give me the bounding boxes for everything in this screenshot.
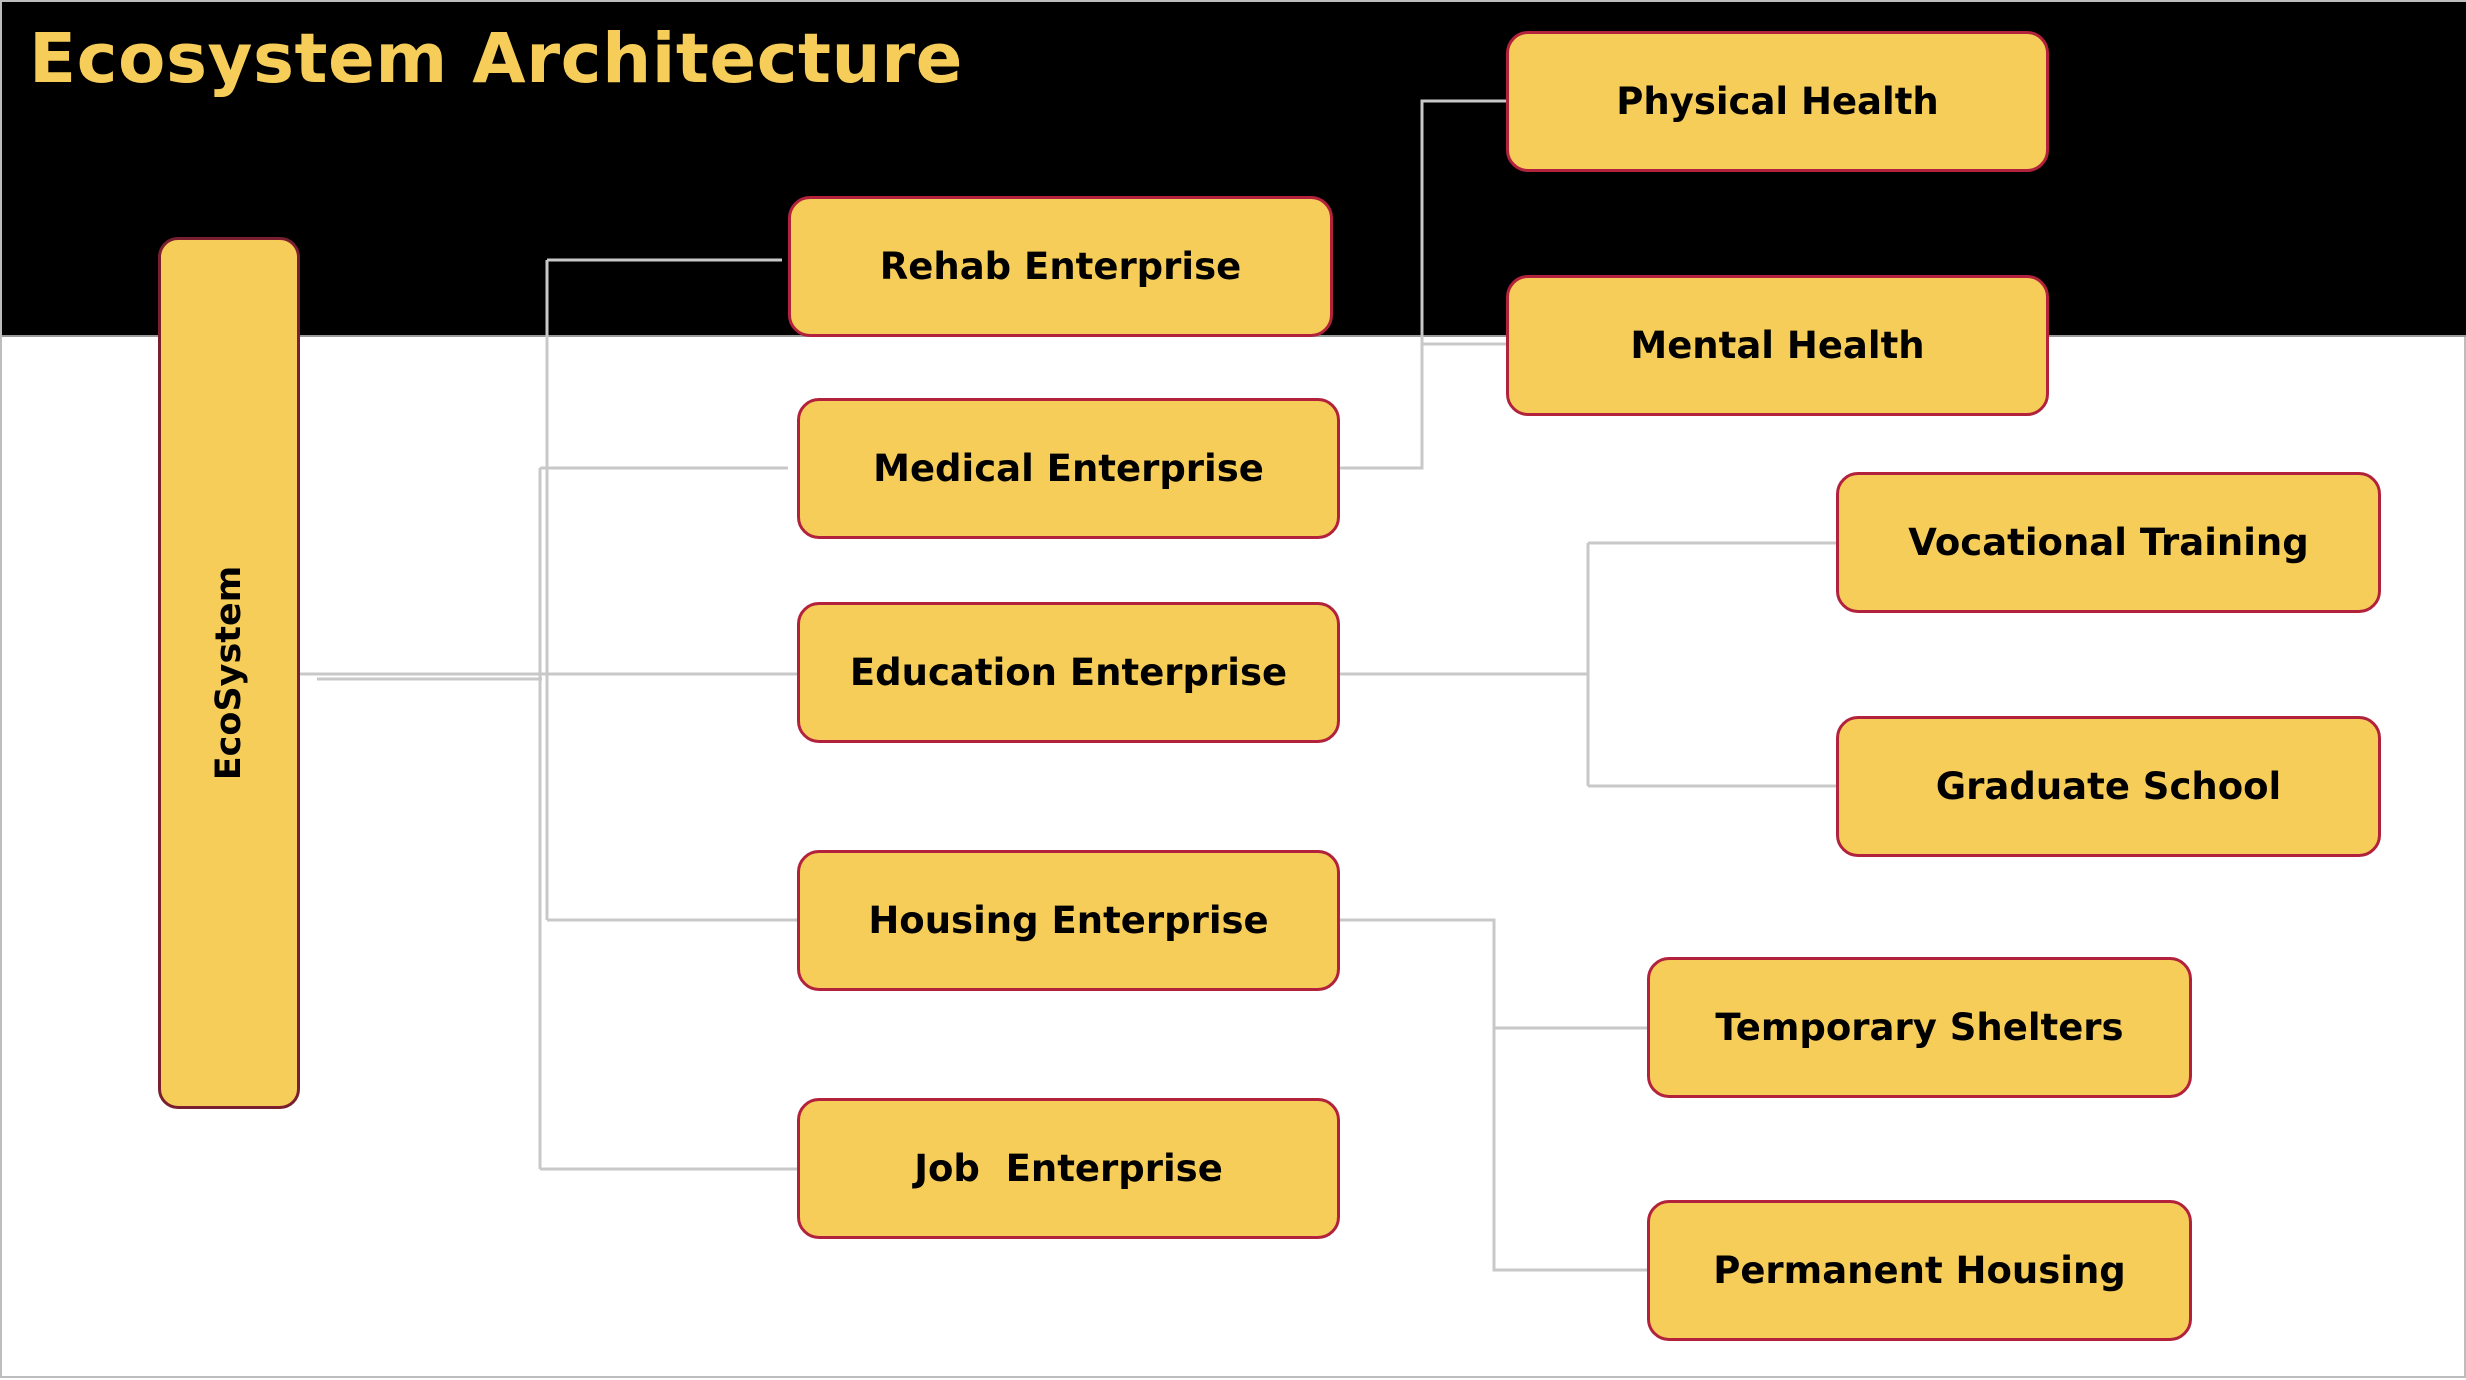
- node-rehab-enterprise: Rehab Enterprise: [788, 196, 1333, 337]
- node-temporary-shelters: Temporary Shelters: [1647, 957, 2192, 1098]
- node-mental-health: Mental Health: [1506, 275, 2049, 416]
- page-title: Ecosystem Architecture: [29, 19, 963, 99]
- node-ecosystem-label: EcoSystem: [209, 565, 249, 781]
- node-job-enterprise: Job Enterprise: [797, 1098, 1340, 1239]
- node-medical-enterprise: Medical Enterprise: [797, 398, 1340, 539]
- node-education-enterprise: Education Enterprise: [797, 602, 1340, 743]
- node-graduate-school: Graduate School: [1836, 716, 2381, 857]
- node-vocational-training: Vocational Training: [1836, 472, 2381, 613]
- node-ecosystem-root: EcoSystem: [158, 237, 300, 1109]
- node-permanent-housing: Permanent Housing: [1647, 1200, 2192, 1341]
- node-housing-enterprise: Housing Enterprise: [797, 850, 1340, 991]
- connector-medical-branch: [1340, 99, 1507, 470]
- connector-housing-branch: [1340, 918, 1647, 1272]
- node-physical-health: Physical Health: [1506, 31, 2049, 172]
